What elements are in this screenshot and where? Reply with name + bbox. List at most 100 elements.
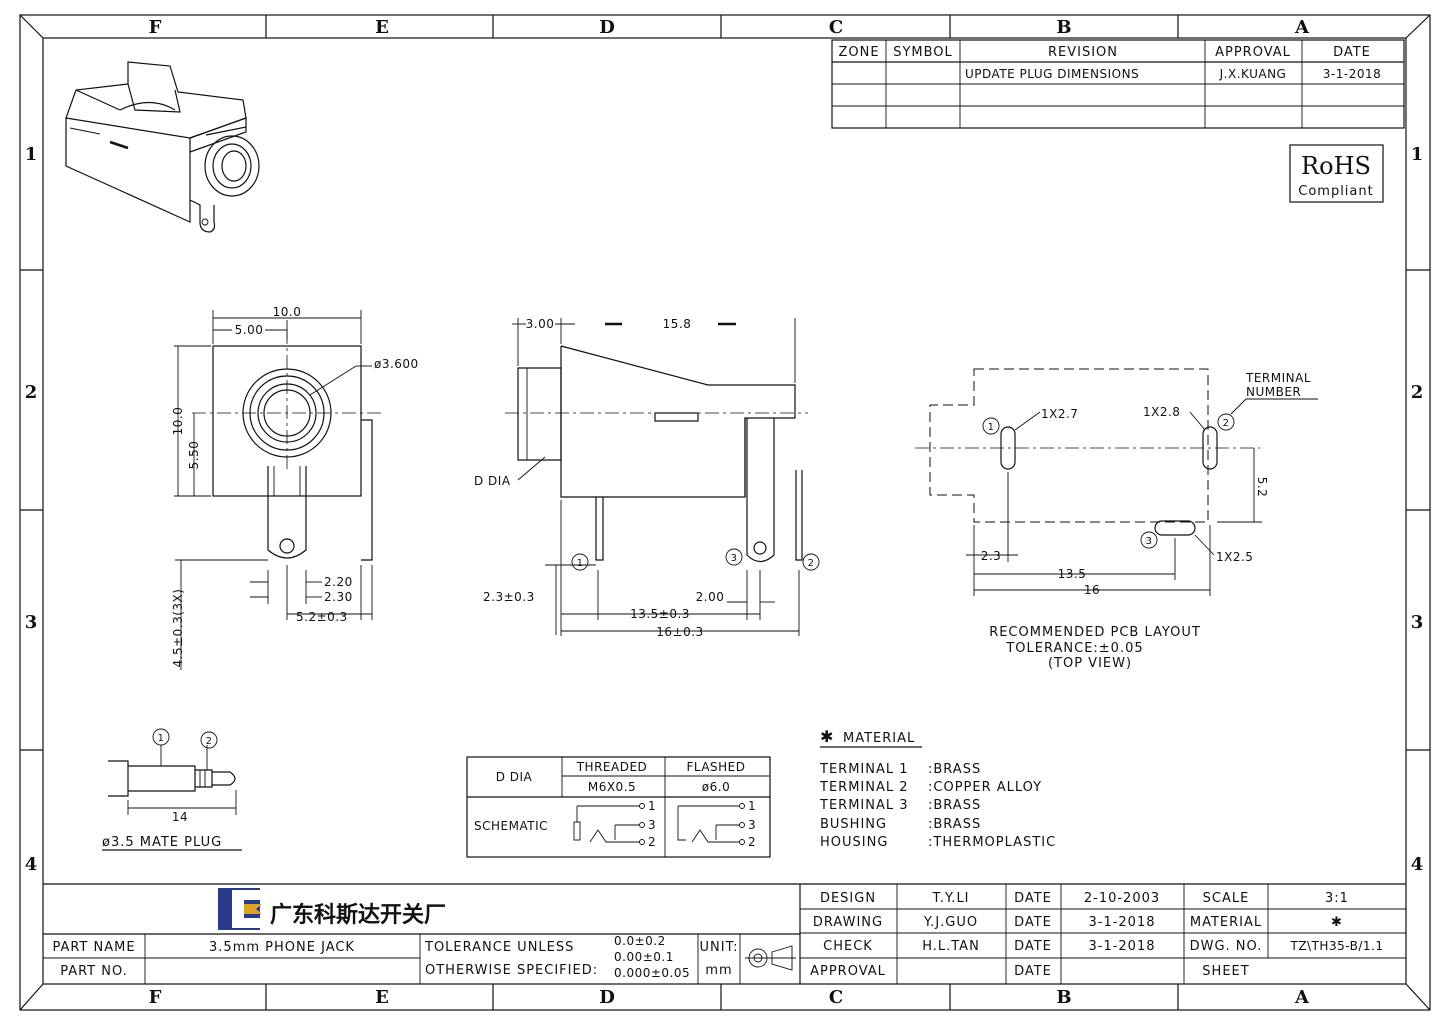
material-part-5: HOUSING [820, 835, 888, 850]
tb-material-value: ✱ [1331, 915, 1343, 930]
part-no-label: PART NO. [60, 964, 128, 979]
tb-drawing-date-label: DATE [1014, 915, 1052, 930]
front-dim-half-height: 5.50 [187, 441, 201, 470]
rohs-subtitle: Compliant [1298, 184, 1373, 199]
pcb-slot1: 1X2.7 [1041, 407, 1078, 421]
zone-row-2: 2 [25, 382, 38, 403]
title-block: 广东科斯达开关厂 PART NAME 3.5mm PHONE JACK PART… [43, 883, 1406, 984]
material-value-2: :COPPER ALLOY [928, 780, 1042, 795]
schem-b-t1: 1 [748, 799, 756, 813]
pcb-slot2: 1X2.8 [1143, 405, 1180, 419]
front-view: 10.0 5.00 10.0 5.50 ø3.600 2.20 2.30 5.2… [171, 305, 419, 670]
rev-row-date: 3-1-2018 [1323, 67, 1381, 81]
zone-col-e-bottom: E [375, 987, 389, 1008]
schem-b-t2: 2 [748, 835, 756, 849]
rev-header-approval: APPROVAL [1215, 45, 1291, 60]
tb-drawing-label: DRAWING [813, 915, 883, 930]
front-dim-pin-offset: 5.2±0.3 [296, 610, 348, 624]
mate-plug: 1 2 14 ø3.5 MATE PLUG [102, 728, 242, 851]
material-value-4: :BRASS [928, 817, 981, 832]
front-dim-width: 10.0 [273, 305, 302, 319]
pcb-pin-3: 3 [1146, 536, 1153, 547]
front-dim-pin-w2: 2.30 [324, 590, 353, 604]
material-list: ✱ MATERIAL TERMINAL 1 :BRASS TERMINAL 2 … [819, 727, 1056, 850]
zone-col-a-bottom: A [1294, 987, 1310, 1008]
tolerance-line2: OTHERWISE SPECIFIED: [425, 963, 598, 978]
side-dim-nose: 3.00 [526, 317, 555, 331]
zone-row-1-right: 1 [1411, 144, 1424, 165]
schematic-table: D DIA THREADED FLASHED M6X0.5 ø6.0 SCHEM… [466, 756, 771, 858]
pcb-caption-3: (TOP VIEW) [1048, 656, 1132, 671]
tb-check-name: H.L.TAN [922, 939, 980, 954]
pcb-dim-13-5: 13.5 [1058, 567, 1087, 581]
material-value-3: :BRASS [928, 798, 981, 813]
schem-col-ddia: D DIA [496, 770, 533, 784]
tb-scale-value: 3:1 [1325, 891, 1349, 906]
rohs-title: RoHS [1301, 152, 1371, 180]
revision-table: ZONE SYMBOL REVISION APPROVAL DATE UPDAT… [831, 39, 1405, 129]
side-dim-body: 15.8 [663, 317, 692, 331]
pcb-dim-16: 16 [1084, 583, 1100, 597]
plug-pin-1: 1 [158, 733, 165, 744]
front-dim-pin-len: 4.5±0.3(3X) [171, 589, 185, 668]
tb-drawing-name: Y.J.GUO [923, 915, 978, 930]
tb-scale-label: SCALE [1203, 891, 1250, 906]
tb-approval-label: APPROVAL [810, 964, 886, 979]
zone-row-4: 4 [25, 854, 38, 875]
tb-design-name: T.Y.LI [931, 891, 969, 906]
plug-pin-2: 2 [206, 736, 213, 747]
zone-col-d: D [599, 17, 615, 38]
side-dim-total: 16±0.3 [656, 625, 703, 639]
schem-threaded-val: M6X0.5 [588, 780, 636, 794]
pcb-caption-2: TOLERANCE:±0.05 [1005, 641, 1143, 656]
front-dim-bore: ø3.600 [374, 357, 419, 371]
zone-col-f-bottom: F [149, 987, 162, 1008]
zone-row-2-right: 2 [1411, 382, 1424, 403]
zone-col-c-bottom: C [829, 987, 843, 1008]
rev-row-revision: UPDATE PLUG DIMENSIONS [965, 67, 1139, 81]
tolerance-line1: TOLERANCE UNLESS [424, 940, 574, 955]
plug-dim: 14 [172, 810, 188, 824]
schematic-symbol-flashed: 1 3 2 [677, 799, 756, 849]
tolerance-v1: 0.0±0.2 [614, 934, 666, 948]
tb-drawing-date: 3-1-2018 [1088, 915, 1155, 930]
zone-col-a: A [1294, 17, 1310, 38]
front-dim-height: 10.0 [171, 407, 185, 436]
part-name-label: PART NAME [52, 940, 135, 955]
side-view: 3.00 15.8 D DIA 2.3±0.3 2.00 13.5±0.3 16… [474, 317, 820, 639]
rev-header-date: DATE [1333, 45, 1371, 60]
schem-b-t3: 3 [748, 818, 756, 832]
tb-check-date: 3-1-2018 [1088, 939, 1155, 954]
rohs-badge: RoHS Compliant [1289, 144, 1384, 203]
material-part-3: TERMINAL 3 [819, 798, 909, 813]
side-dim-p3: 2.00 [696, 590, 725, 604]
tb-dwgno-label: DWG. NO. [1190, 939, 1263, 954]
side-pin-1: 1 [577, 558, 584, 569]
rev-header-revision: REVISION [1048, 45, 1118, 60]
material-title: MATERIAL [843, 731, 915, 746]
projection-symbol-icon [745, 945, 796, 971]
pcb-dim-2-3: 2.3 [981, 549, 1002, 563]
schem-row-label: SCHEMATIC [474, 819, 548, 833]
rev-row-approval: J.X.KUANG [1219, 67, 1287, 81]
part-name-value: 3.5mm PHONE JACK [209, 940, 355, 955]
unit-value: mm [705, 963, 732, 978]
schem-col-threaded: THREADED [576, 760, 648, 774]
tb-sheet-label: SHEET [1202, 964, 1249, 979]
rev-header-symbol: SYMBOL [893, 45, 953, 60]
zone-col-d-bottom: D [599, 987, 615, 1008]
pcb-caption-1: RECOMMENDED PCB LAYOUT [989, 625, 1201, 640]
company-name: 广东科斯达开关厂 [270, 902, 446, 928]
material-part-1: TERMINAL 1 [819, 762, 909, 777]
pcb-layout: 1X2.7 1X2.8 1X2.5 1 2 3 TERMINAL NUMBER … [915, 368, 1318, 671]
pcb-pin-1: 1 [988, 422, 995, 433]
zone-col-b: B [1056, 17, 1071, 38]
material-value-5: :THERMOPLASTIC [928, 835, 1056, 850]
zone-row-3: 3 [25, 612, 38, 633]
material-star: ✱ [820, 727, 834, 746]
front-dim-half-width: 5.00 [235, 323, 264, 337]
zone-row-1: 1 [25, 144, 38, 165]
zone-row-4-right: 4 [1411, 854, 1424, 875]
pcb-slot3: 1X2.5 [1216, 550, 1253, 564]
